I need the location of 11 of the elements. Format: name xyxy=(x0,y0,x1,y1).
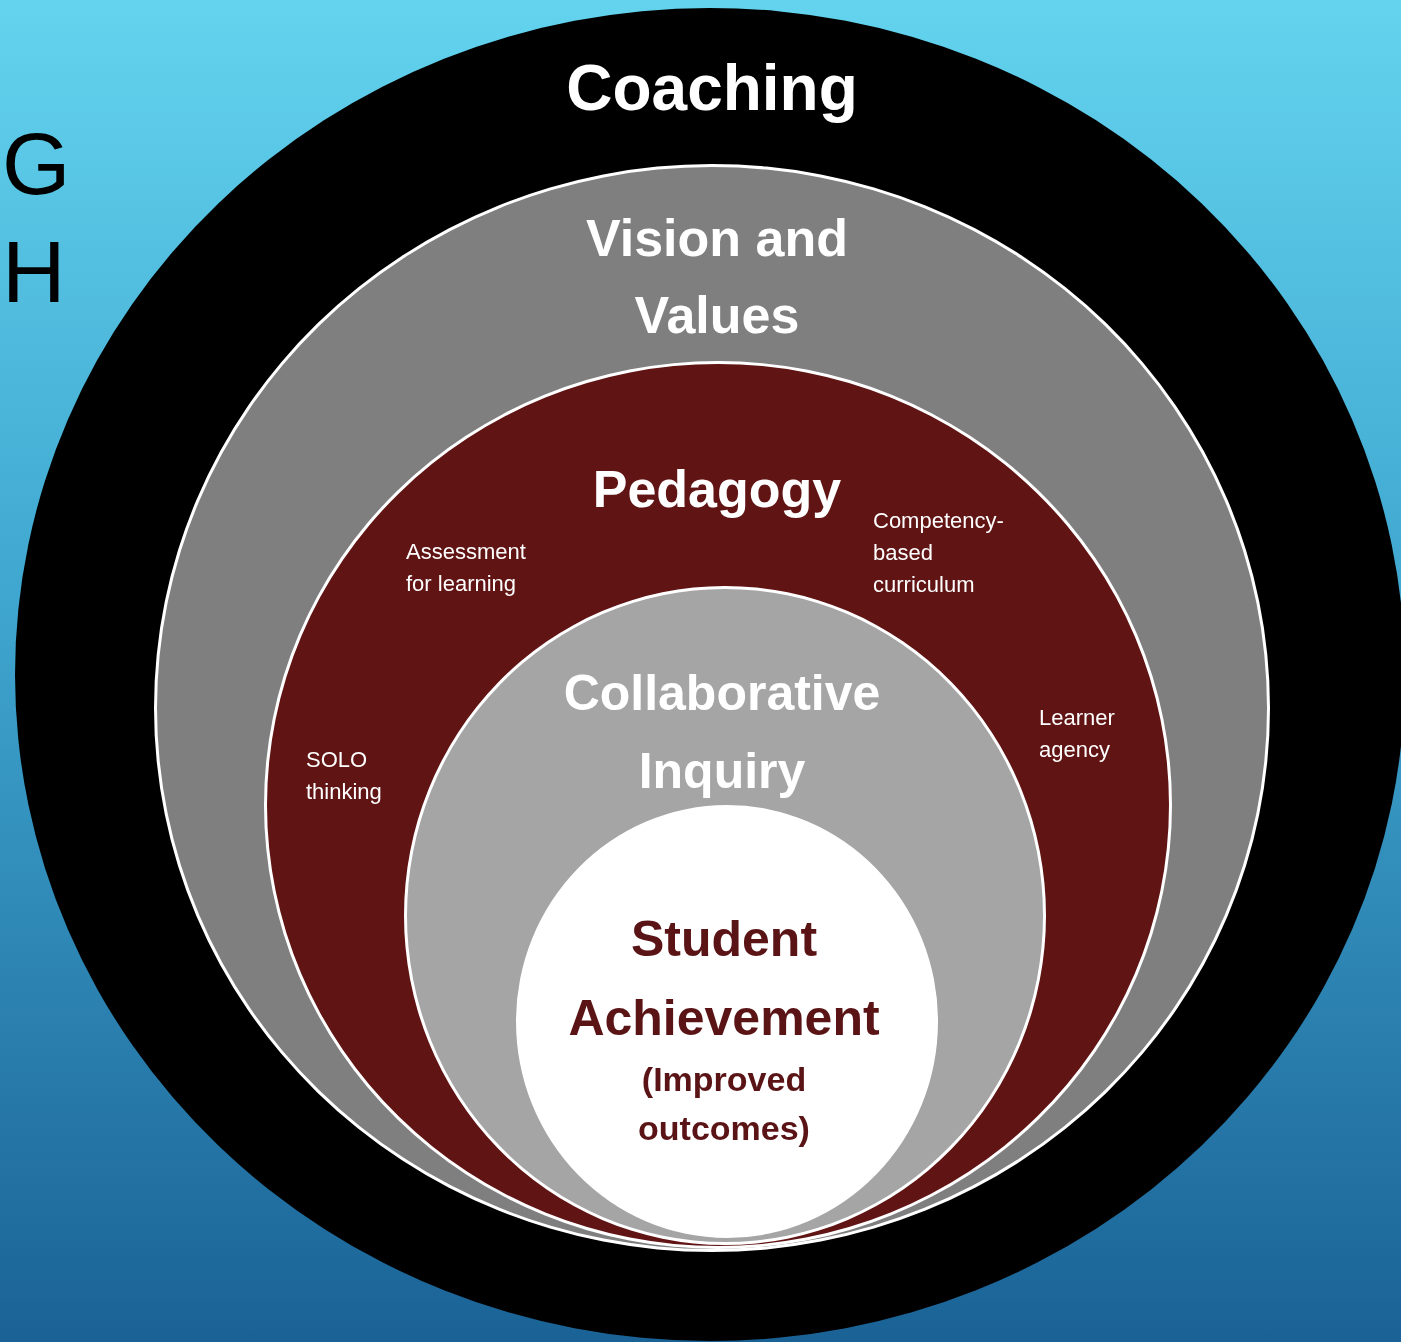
ring-title: Collaborative Inquiry xyxy=(562,664,882,801)
ring-title: Vision and Values xyxy=(585,208,849,346)
title-letter: H xyxy=(2,228,66,316)
ring-note: Assessment for learning xyxy=(406,538,527,598)
title-letter: G xyxy=(2,120,71,208)
ring-note: Learner agency xyxy=(1039,704,1116,764)
ring-note: SOLO thinking xyxy=(306,746,383,806)
ring-note: Competency-based curriculum xyxy=(873,507,1005,599)
ring-title: Student Achievement xyxy=(567,910,881,1048)
ring-subtitle: (Improved outcomes) xyxy=(637,1059,811,1149)
ring-title: Coaching xyxy=(565,51,859,126)
